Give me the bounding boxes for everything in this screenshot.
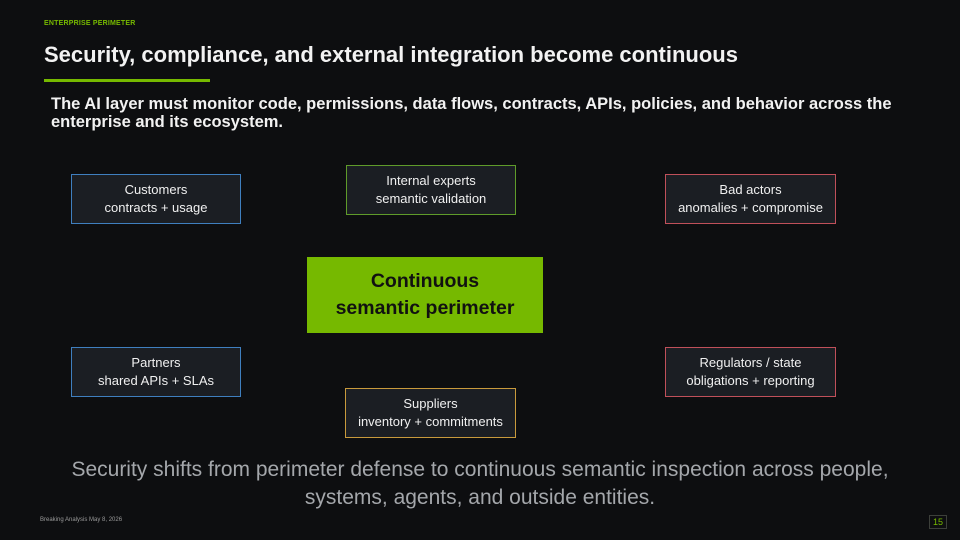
slide-subtitle: The AI layer must monitor code, permissi… (51, 95, 892, 131)
node-bad-actors-title: Bad actors (719, 182, 782, 197)
node-regulators-detail: obligations + reporting (686, 373, 815, 388)
node-partners-detail: shared APIs + SLAs (98, 373, 214, 388)
node-regulators: Regulators / state obligations + reporti… (665, 347, 836, 397)
center-node-line-2: semantic perimeter (335, 297, 515, 319)
center-node-semantic-perimeter: Continuous semantic perimeter (307, 257, 543, 333)
node-suppliers: Suppliers inventory + commitments (345, 388, 516, 438)
footer-source: Breaking Analysis May 8, 2026 (40, 517, 123, 523)
node-bad-actors: Bad actors anomalies + compromise (665, 174, 836, 224)
node-customers-detail: contracts + usage (104, 200, 208, 215)
node-internal-experts-title: Internal experts (386, 173, 476, 188)
takeaway-statement: Security shifts from perimeter defense t… (71, 458, 889, 509)
slide-title: Security, compliance, and external integ… (44, 42, 738, 67)
title-underline (44, 79, 210, 82)
node-suppliers-detail: inventory + commitments (358, 414, 503, 429)
node-partners-title: Partners (131, 355, 181, 370)
node-suppliers-title: Suppliers (403, 396, 458, 411)
node-internal-experts: Internal experts semantic validation (346, 165, 516, 215)
node-bad-actors-detail: anomalies + compromise (678, 200, 823, 215)
node-internal-experts-detail: semantic validation (375, 191, 487, 206)
page-number: 15 (929, 515, 947, 529)
section-eyebrow: ENTERPRISE PERIMETER (44, 20, 136, 27)
node-regulators-title: Regulators / state (699, 355, 802, 370)
center-node-line-1: Continuous (370, 270, 480, 292)
node-customers: Customers contracts + usage (71, 174, 241, 224)
node-partners: Partners shared APIs + SLAs (71, 347, 241, 397)
node-customers-title: Customers (124, 182, 188, 197)
